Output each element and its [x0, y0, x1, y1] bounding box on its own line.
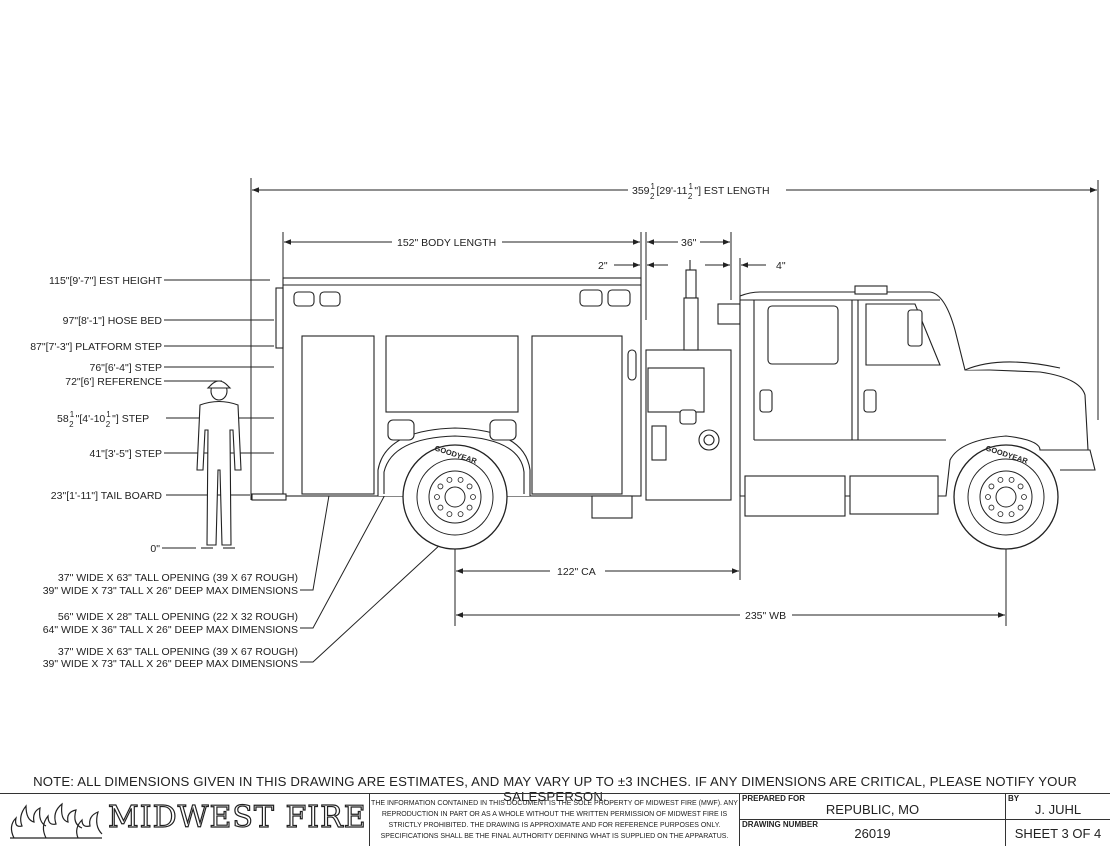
flame-logo-icon [10, 802, 103, 839]
prepared-for-cell: PREPARED FOR REPUBLIC, MO DRAWING NUMBER… [740, 794, 1006, 846]
legal-line: STRICTLY PROHIBITED. THE DRAWING IS APPR… [388, 822, 721, 829]
company-logo: MIDWEST FIRE [0, 794, 370, 846]
fire-truck-outline [251, 260, 1096, 519]
dim-4-label: 4" [776, 260, 786, 272]
dim-36-label: 36" [681, 237, 697, 249]
prepared-for-value: REPUBLIC, MO [825, 802, 920, 817]
dim-2-label: 2" [598, 260, 608, 272]
prepared-for-label: PREPARED FOR [742, 794, 805, 803]
legal-line: THE INFORMATION CONTAINED IN THIS DOCUME… [371, 800, 738, 807]
opening-1-line1: 37" WIDE X 63" TALL OPENING (39 X 67 ROU… [58, 572, 298, 584]
legal-disclaimer: THE INFORMATION CONTAINED IN THIS DOCUME… [370, 794, 740, 846]
ground-zero-label: 0" [150, 543, 160, 555]
by-label: BY [1008, 794, 1020, 803]
dimensions-note: NOTE: ALL DIMENSIONS GIVEN IN THIS DRAWI… [33, 774, 1077, 804]
opening-3-line1: 37" WIDE X 63" TALL OPENING (39 X 67 ROU… [58, 646, 298, 658]
legal-line: REPRODUCTION IN PART OR AS A WHOLE WITHO… [381, 811, 728, 818]
wb-label: 235" WB [745, 610, 786, 622]
wheels: GOODYEAR GOODYEAR [402, 444, 1059, 550]
ca-label: 122" CA [557, 566, 596, 578]
step-76-label: 76"[6'-4"] STEP [90, 362, 163, 374]
by-cell: BY J. JUHL SHEET 3 OF 4 [1006, 794, 1110, 846]
reference-72-label: 72"[6'] REFERENCE [65, 376, 162, 388]
drawing-number-value: 26019 [854, 826, 891, 841]
drawing-number-label: DRAWING NUMBER [742, 820, 818, 829]
by-value: J. JUHL [1034, 802, 1082, 817]
opening-1-line2: 39" WIDE X 73" TALL X 26" DEEP MAX DIMEN… [43, 585, 298, 597]
logo-wordmark: MIDWEST FIRE [107, 799, 367, 835]
step-41-label: 41"[3'-5"] STEP [90, 448, 163, 460]
hose-bed-label: 97"[8'-1"] HOSE BED [63, 315, 163, 327]
opening-2-line2: 64" WIDE X 36" TALL X 26" DEEP MAX DIMEN… [43, 624, 298, 636]
est-height-label: 115"[9'-7"] EST HEIGHT [49, 275, 163, 287]
title-block: MIDWEST FIRE THE INFORMATION CONTAINED I… [0, 793, 1110, 846]
wheel: GOODYEAR [402, 444, 508, 550]
opening-2-line1: 56" WIDE X 28" TALL OPENING (22 X 32 ROU… [58, 611, 298, 623]
body-length-label: 152" BODY LENGTH [397, 237, 496, 249]
tail-board-label: 23"[1'-11"] TAIL BOARD [51, 490, 163, 502]
sheet-number: SHEET 3 OF 4 [1014, 826, 1102, 841]
person-reference-figure [196, 380, 242, 549]
platform-step-label: 87"[7'-3"] PLATFORM STEP [30, 341, 162, 353]
legal-line: SPECIFICATIONS SHALL BE THE FINAL AUTHOR… [380, 833, 729, 840]
wheel: GOODYEAR [953, 444, 1059, 550]
opening-3-line2: 39" WIDE X 73" TALL X 26" DEEP MAX DIMEN… [43, 658, 298, 670]
